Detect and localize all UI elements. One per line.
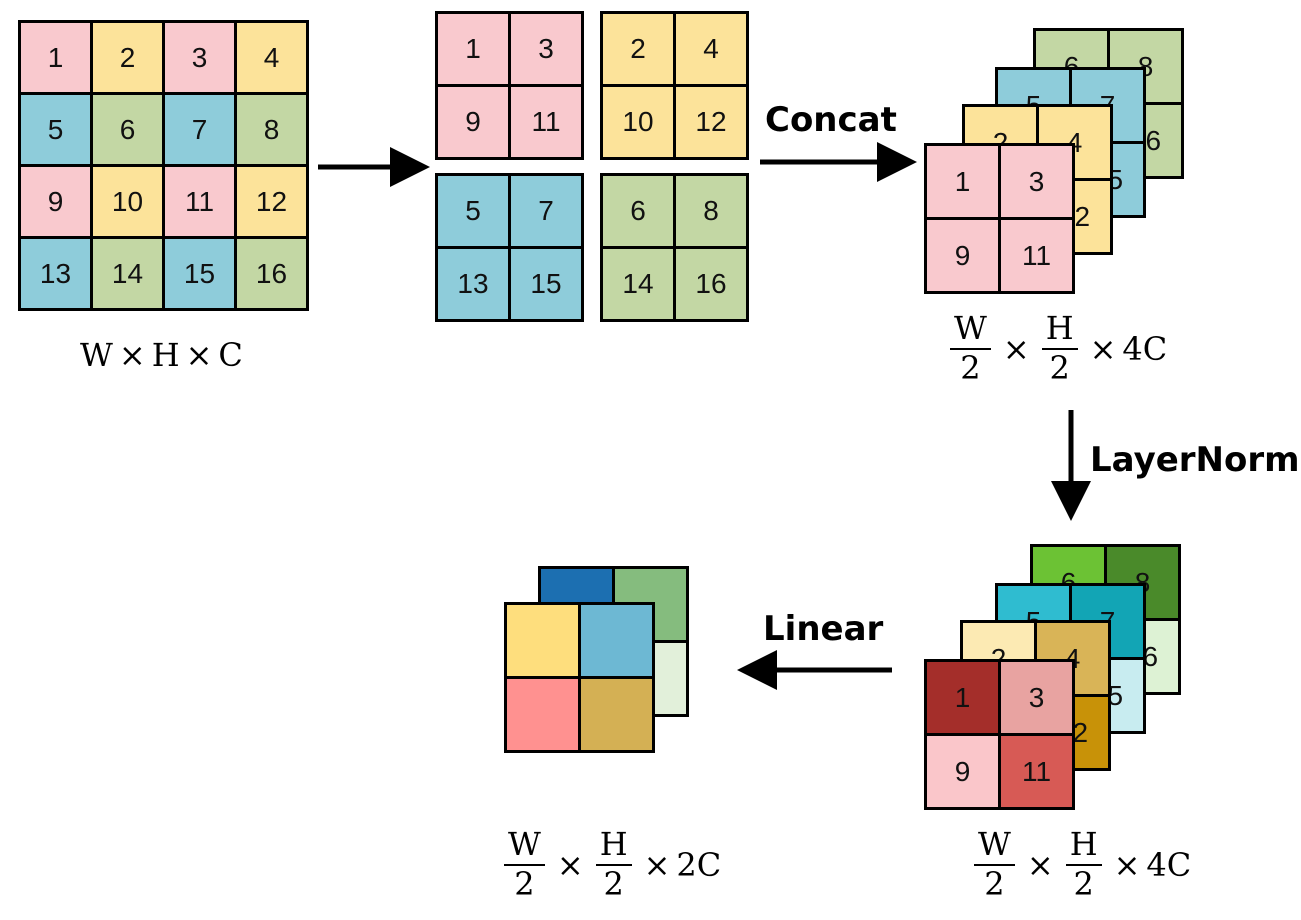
split-group-cell: 9 [435,84,511,160]
split-group-cell: 8 [673,173,749,249]
split-group-cell: 15 [508,246,584,322]
input-grid-cell: 13 [18,236,93,311]
caption-times: × [185,336,213,374]
linear-label: Linear [763,609,884,649]
split-group-cell: 11 [508,84,584,160]
layernorm-label: LayerNorm [1090,440,1300,480]
input-grid-cell: 10 [90,164,165,239]
concat-layer-cell: 3 [998,143,1075,220]
split-group-cell: 2 [600,11,676,87]
input-grid-cell: 14 [90,236,165,311]
input-grid-cell: 5 [18,92,93,167]
concat-layer-cell: 1 [924,143,1001,220]
concat-label: Concat [765,100,897,140]
input-grid-cell: 16 [234,236,309,311]
layernorm-layer-cell: 11 [998,733,1075,810]
input-shape-caption: W × H × C [80,336,243,374]
layernorm-layer-cell: 1 [924,659,1001,736]
caption-times: × [118,336,146,374]
caption-h: H [151,336,180,374]
caption-w: W [80,336,113,374]
split-group-cell: 5 [435,173,511,249]
split-group-cell: 6 [600,173,676,249]
output-layer-cell [578,676,655,753]
input-grid-cell: 11 [162,164,237,239]
split-group-cell: 10 [600,84,676,160]
input-grid-cell: 7 [162,92,237,167]
split-group-cell: 1 [435,11,511,87]
layernorm-layer-cell: 3 [998,659,1075,736]
input-grid-cell: 1 [18,20,93,95]
split-group-cell: 13 [435,246,511,322]
split-group-cell: 3 [508,11,584,87]
input-grid-cell: 9 [18,164,93,239]
concat-layer-cell: 11 [998,217,1075,294]
input-grid-cell: 6 [90,92,165,167]
split-group-cell: 7 [508,173,584,249]
input-grid-cell: 2 [90,20,165,95]
output-layer-cell [578,602,655,679]
layernorm-layer-cell: 9 [924,733,1001,810]
input-grid-cell: 3 [162,20,237,95]
output-layer-cell [504,602,581,679]
split-group-cell: 12 [673,84,749,160]
concat-layer-cell: 9 [924,217,1001,294]
input-grid-cell: 15 [162,236,237,311]
caption-c: C [218,336,243,374]
input-grid-cell: 4 [234,20,309,95]
split-group-cell: 4 [673,11,749,87]
split-group-cell: 14 [600,246,676,322]
output-layer-cell [504,676,581,753]
input-grid-cell: 8 [234,92,309,167]
split-group-cell: 16 [673,246,749,322]
input-grid-cell: 12 [234,164,309,239]
